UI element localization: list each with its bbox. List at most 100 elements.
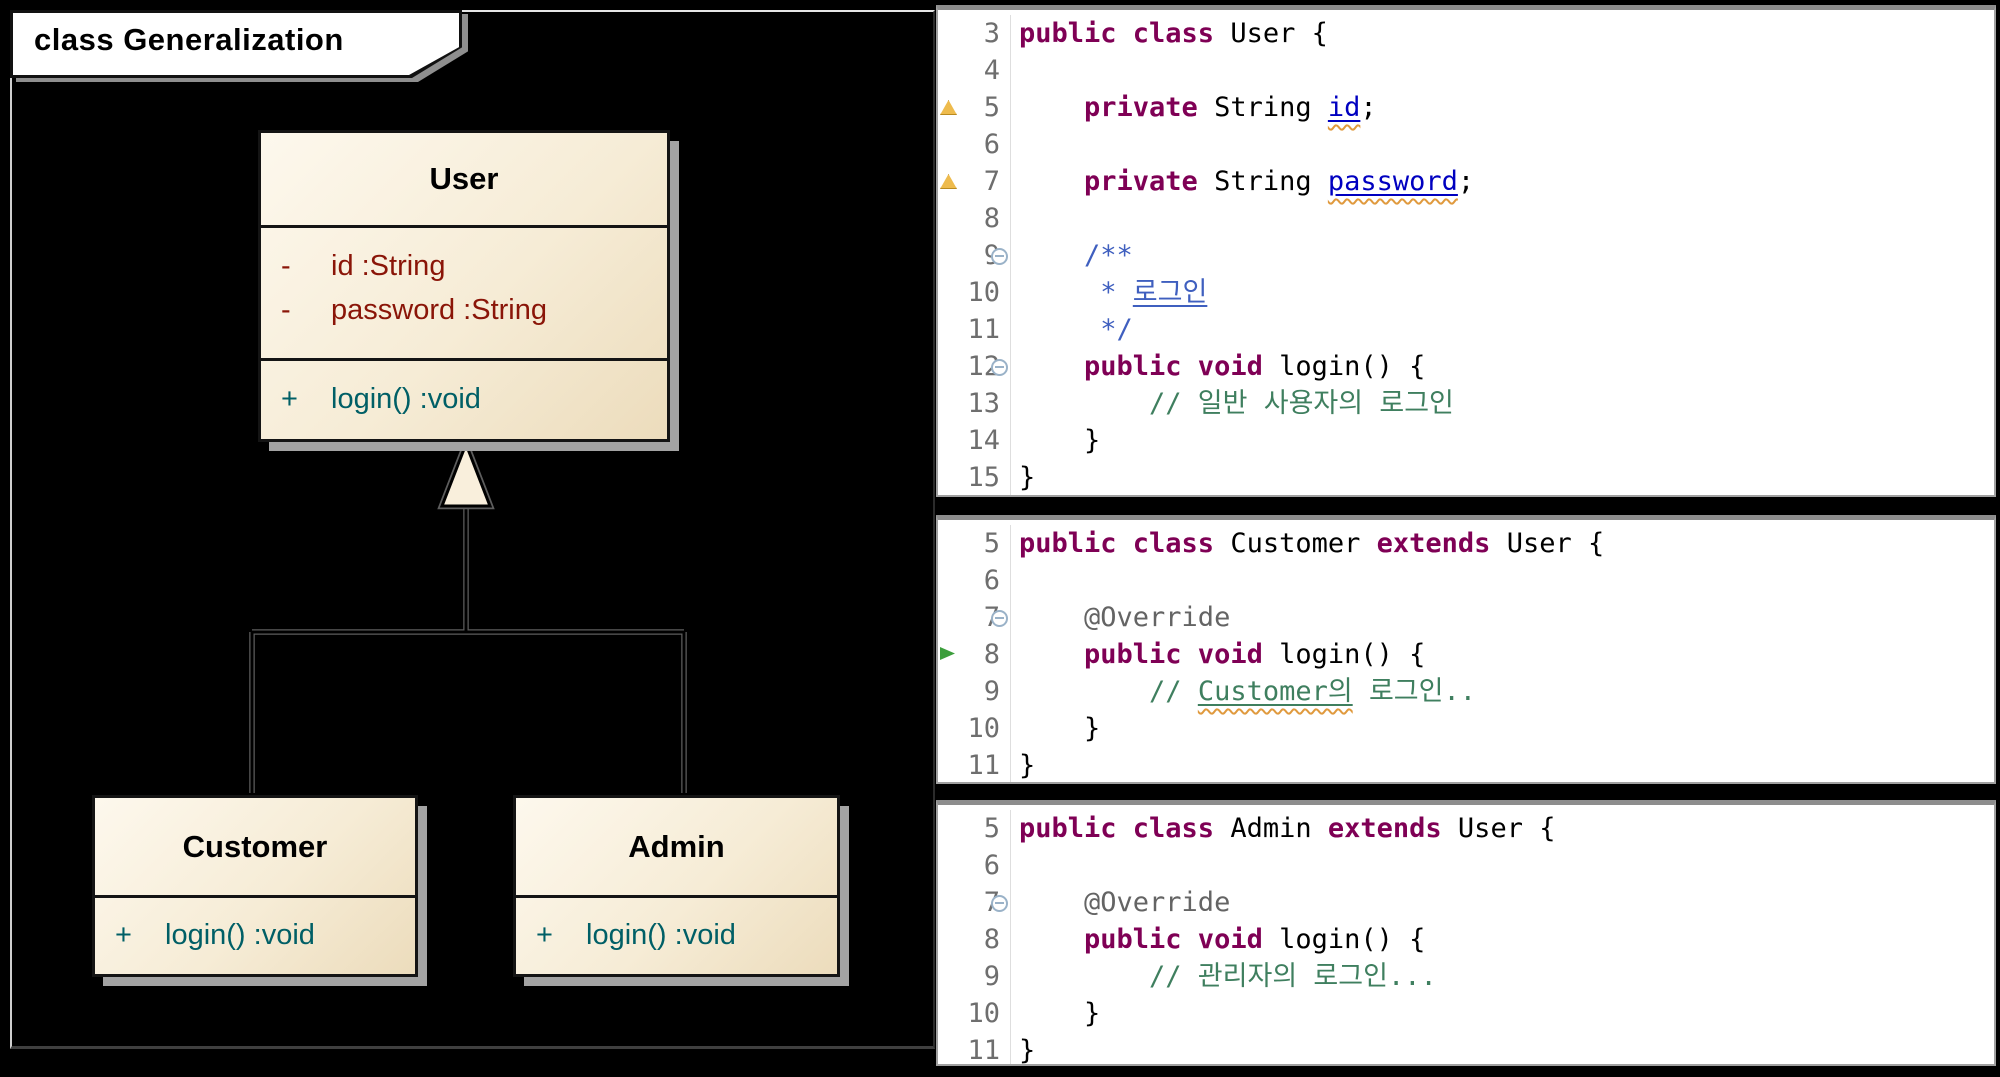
code-text: // Customer의 로그인.. — [1010, 673, 1994, 710]
code-line: 10 } — [956, 710, 1994, 747]
line-number: 15 — [967, 462, 1000, 493]
code-line: 9 // 관리자의 로그인... — [956, 958, 1994, 995]
code-text: } — [1010, 995, 1994, 1032]
code-line: 13 // 일반 사용자의 로그인 — [956, 385, 1994, 422]
class-box-customer[interactable]: Customer + login() :void — [92, 795, 418, 977]
code-line: 15} — [956, 459, 1994, 495]
code-editor-panel-customer[interactable]: 5 public class Customer extends User { 6 7… — [936, 515, 1996, 784]
generalization-connector — [249, 434, 687, 793]
code-line: 7 @Override — [956, 599, 1994, 636]
code-line: 5 private String id; — [956, 89, 1994, 126]
visibility-sign: + — [115, 918, 132, 951]
code-text: /** — [1010, 237, 1994, 274]
code-text: */ — [1010, 311, 1994, 348]
code-text: * 로그인 — [1010, 274, 1994, 311]
line-number: 8 — [983, 924, 1000, 955]
line-number: 11 — [967, 1035, 1000, 1066]
line-number: 6 — [983, 129, 1000, 160]
class-name: User — [261, 133, 667, 228]
line-number: 9 — [983, 961, 1000, 992]
code-line: 8 public void login() { — [956, 921, 1994, 958]
visibility-sign: - — [281, 249, 291, 282]
code-lines: 3 public class User { 4 5 private String i… — [956, 15, 1994, 495]
code-line: 10 * 로그인 — [956, 274, 1994, 311]
code-line: 11} — [956, 1032, 1994, 1066]
attribute-row: - password :String — [261, 288, 667, 332]
line-number: 14 — [967, 425, 1000, 456]
line-number: 5 — [983, 92, 1000, 123]
warning-icon — [940, 174, 957, 189]
code-line: 10 } — [956, 995, 1994, 1032]
line-number: 10 — [967, 998, 1000, 1029]
line-number: 5 — [983, 813, 1000, 844]
code-text: } — [1010, 459, 1994, 495]
code-line: 6 — [956, 126, 1994, 163]
code-text: // 관리자의 로그인... — [1010, 958, 1994, 995]
operation-row: + login() :void — [516, 913, 837, 957]
folding-collapse-icon[interactable] — [991, 359, 1008, 376]
operations-compartment: + login() :void — [95, 898, 415, 957]
code-line: 3 public class User { — [956, 15, 1994, 52]
code-text — [1010, 126, 1994, 163]
attribute-label: password :String — [331, 293, 547, 326]
class-name: Admin — [516, 798, 837, 898]
code-line: 5 public class Customer extends User { — [956, 525, 1994, 562]
override-icon — [940, 647, 955, 660]
diagram-frame — [10, 10, 935, 1049]
code-text: public void login() { — [1010, 636, 1994, 673]
diagram-title: class Generalization — [34, 22, 344, 57]
code-line: 12 public void login() { — [956, 348, 1994, 385]
operation-row: + login() :void — [95, 913, 415, 957]
code-text: @Override — [1010, 884, 1994, 921]
code-text: public class Admin extends User { — [1010, 810, 1994, 847]
code-line: 11 */ — [956, 311, 1994, 348]
code-text: public class User { — [1010, 15, 1994, 52]
code-lines: 5 public class Customer extends User { 6 7… — [956, 525, 1994, 782]
operation-label: login() :void — [331, 382, 481, 415]
code-text: @Override — [1010, 599, 1994, 636]
operation-label: login() :void — [586, 918, 736, 951]
line-number: 6 — [983, 850, 1000, 881]
attribute-label: id :String — [331, 249, 446, 282]
line-number: 5 — [983, 528, 1000, 559]
code-line: 9 /** — [956, 237, 1994, 274]
operation-row: + login() :void — [261, 377, 667, 421]
code-line: 5 public class Admin extends User { — [956, 810, 1994, 847]
class-box-admin[interactable]: Admin + login() :void — [513, 795, 840, 977]
folding-collapse-icon[interactable] — [991, 248, 1008, 265]
operation-label: login() :void — [165, 918, 315, 951]
code-text: private String password; — [1010, 163, 1994, 200]
code-line: 8 — [956, 200, 1994, 237]
code-text — [1010, 52, 1994, 89]
code-line: 14 } — [956, 422, 1994, 459]
folding-collapse-icon[interactable] — [991, 610, 1008, 627]
line-number: 8 — [983, 203, 1000, 234]
line-number: 4 — [983, 55, 1000, 86]
code-text: } — [1010, 1032, 1994, 1064]
line-number: 3 — [983, 18, 1000, 49]
code-text: public void login() { — [1010, 348, 1994, 385]
line-number: 6 — [983, 565, 1000, 596]
folding-collapse-icon[interactable] — [991, 895, 1008, 912]
code-line: 7 @Override — [956, 884, 1994, 921]
code-text: // 일반 사용자의 로그인 — [1010, 385, 1994, 422]
line-number: 9 — [983, 676, 1000, 707]
warning-icon — [940, 100, 957, 115]
line-number: 11 — [967, 750, 1000, 781]
code-text: public void login() { — [1010, 921, 1994, 958]
code-line: 8 public void login() { — [956, 636, 1994, 673]
visibility-sign: - — [281, 293, 291, 326]
code-text: public class Customer extends User { — [1010, 525, 1994, 562]
code-text — [1010, 200, 1994, 237]
class-box-user[interactable]: User - id :String - password :String + l… — [258, 130, 670, 442]
code-line: 11} — [956, 747, 1994, 782]
attribute-row: - id :String — [261, 244, 667, 288]
code-editor-panel-admin[interactable]: 5 public class Admin extends User { 6 7 @O… — [936, 800, 1996, 1066]
line-number: 13 — [967, 388, 1000, 419]
line-number: 10 — [967, 713, 1000, 744]
code-text — [1010, 847, 1994, 884]
code-line: 4 — [956, 52, 1994, 89]
code-editor-panel-user[interactable]: 3 public class User { 4 5 private String i… — [936, 5, 1996, 497]
line-number: 11 — [967, 314, 1000, 345]
